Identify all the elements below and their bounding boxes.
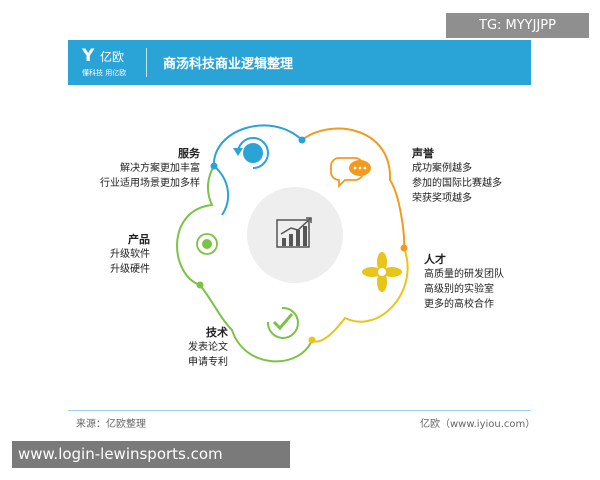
node-reputation: 声誉 成功案例越多 参加的国际比赛越多 荣获奖项越多 bbox=[412, 146, 502, 206]
node-talent-line: 高级别的实验室 bbox=[424, 284, 494, 295]
node-product-line: 升级软件 bbox=[110, 249, 150, 260]
flower-icon bbox=[362, 252, 402, 292]
banner-divider bbox=[146, 48, 147, 77]
loop-product-inner bbox=[213, 165, 230, 216]
node-service-line: 行业适用场景更加多样 bbox=[100, 178, 200, 189]
growth-chart-icon bbox=[276, 217, 312, 248]
node-talent-line: 高质量的研发团队 bbox=[424, 269, 504, 280]
watermark-url: www.login-lewinsports.com bbox=[12, 441, 290, 468]
dot-talent bbox=[400, 244, 408, 252]
node-reputation-line: 荣获奖项越多 bbox=[412, 193, 472, 204]
node-tech-line: 发表论文 bbox=[188, 342, 228, 353]
dot-product bbox=[196, 281, 204, 289]
loop-service bbox=[212, 124, 303, 167]
source-note: 来源：亿欧整理 bbox=[76, 419, 146, 430]
chat-bubble-icon bbox=[330, 157, 371, 189]
node-tech-line: 申请专利 bbox=[188, 357, 228, 368]
node-talent-line: 更多的高校合作 bbox=[424, 299, 494, 310]
dot-tech bbox=[308, 336, 316, 344]
header-banner: Y 亿欧 懂科技 用亿欧 商汤科技商业逻辑整理 bbox=[68, 40, 531, 85]
node-product-line: 升级硬件 bbox=[110, 264, 150, 275]
logo-name: 亿欧 bbox=[100, 50, 125, 64]
node-service-title: 服务 bbox=[178, 147, 200, 160]
logo-tagline: 懂科技 用亿欧 bbox=[82, 69, 127, 77]
page-title: 商汤科技商业逻辑整理 bbox=[163, 57, 294, 72]
node-reputation-title: 声誉 bbox=[412, 147, 434, 160]
check-icon bbox=[266, 306, 299, 339]
node-reputation-line: 参加的国际比赛越多 bbox=[412, 178, 502, 189]
dot-reputation bbox=[298, 136, 306, 144]
node-talent: 人才 高质量的研发团队 高级别的实验室 更多的高校合作 bbox=[424, 252, 504, 312]
node-product: 产品 升级软件 升级硬件 bbox=[110, 232, 150, 277]
loop-reputation bbox=[301, 127, 406, 249]
node-tech-title: 技术 bbox=[206, 326, 228, 339]
node-reputation-line: 成功案例越多 bbox=[412, 163, 472, 174]
site-credit: 亿欧（www.iyiou.com） bbox=[420, 419, 536, 430]
refresh-icon bbox=[233, 137, 269, 169]
loop-talent bbox=[311, 247, 409, 343]
dot-service bbox=[210, 162, 218, 170]
loop-tech bbox=[199, 284, 313, 363]
tg-overlay: TG: MYYJJPP bbox=[446, 13, 589, 38]
node-service-line: 解决方案更加丰富 bbox=[120, 163, 200, 174]
target-icon bbox=[196, 233, 218, 255]
footer-divider bbox=[68, 410, 531, 411]
center-circle bbox=[247, 187, 343, 283]
yiou-logo: Y 亿欧 懂科技 用亿欧 bbox=[82, 46, 146, 80]
node-product-title: 产品 bbox=[128, 233, 150, 246]
node-service: 服务 解决方案更加丰富 行业适用场景更加多样 bbox=[100, 146, 200, 191]
loop-product bbox=[176, 165, 215, 286]
node-tech: 技术 发表论文 申请专利 bbox=[188, 325, 228, 370]
node-talent-title: 人才 bbox=[424, 253, 446, 266]
logo-mark: Y bbox=[82, 46, 95, 66]
